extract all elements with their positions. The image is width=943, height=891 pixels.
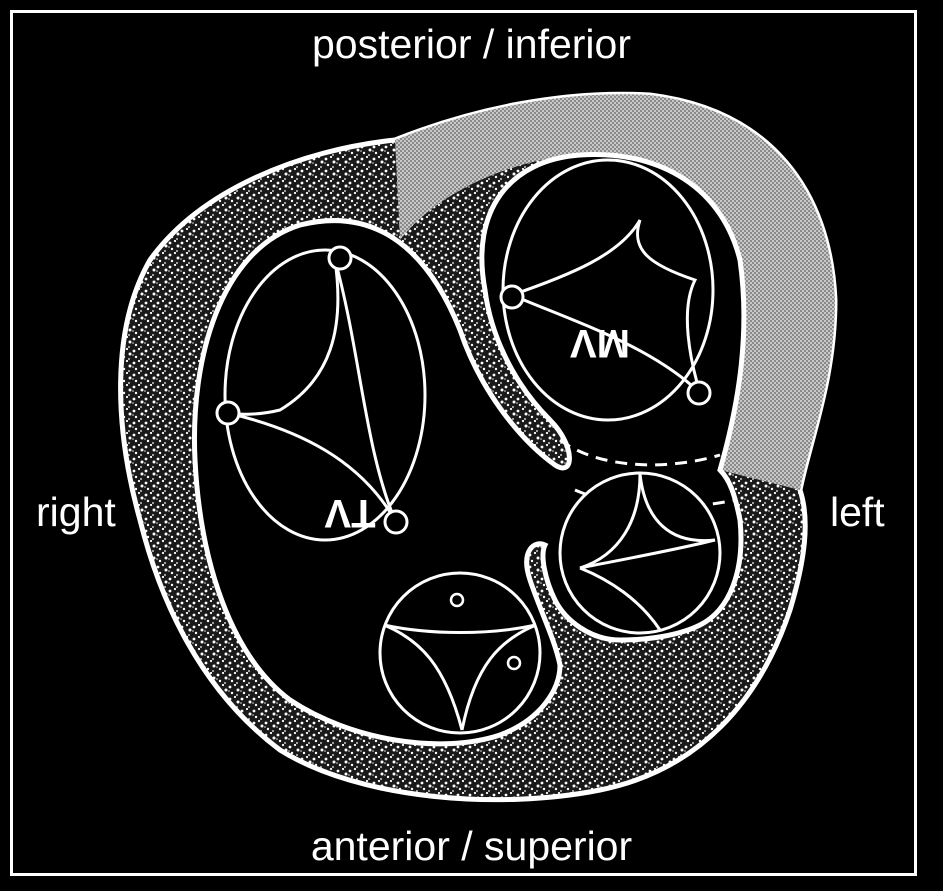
orientation-right-label: left (830, 492, 885, 533)
aortic-valve (560, 473, 720, 633)
orientation-left-label: right (36, 492, 116, 533)
orientation-top-label: posterior / inferior (0, 24, 943, 65)
tv-label: TV (324, 491, 375, 535)
orientation-bottom-label: anterior / superior (0, 826, 943, 867)
pulmonary-valve (380, 573, 540, 733)
mv-label: MV (570, 321, 630, 365)
